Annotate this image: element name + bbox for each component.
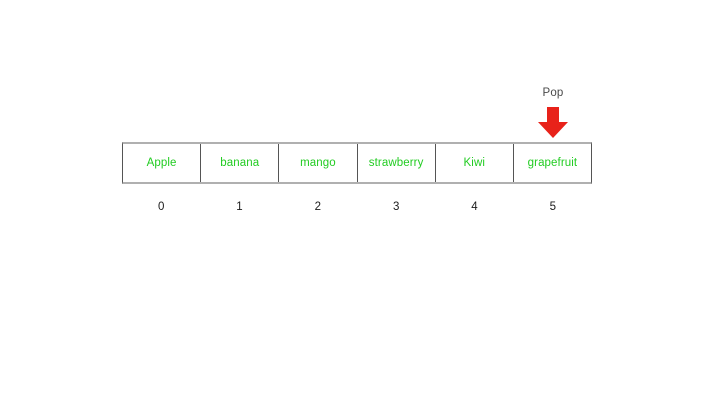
pop-annotation: Pop [514, 86, 592, 142]
array-cell-value: mango [300, 157, 336, 169]
array-cell[interactable]: mango [279, 144, 358, 182]
array-index-label: 4 [471, 201, 478, 213]
array-table: Apple banana mango strawberry Kiwi grape… [122, 142, 592, 184]
array-cell[interactable]: banana [201, 144, 280, 182]
array-cell[interactable]: strawberry [358, 144, 436, 182]
arrow-down-icon [538, 107, 568, 138]
array-cell-value: Apple [146, 157, 177, 169]
pop-label: Pop [542, 87, 564, 99]
array-cell-value: strawberry [368, 157, 424, 169]
array-cell[interactable]: Apple [123, 144, 202, 182]
array-cell-value: Kiwi [463, 157, 486, 169]
array-cell-value: grapefruit [527, 157, 578, 169]
array-index-label: 1 [236, 201, 243, 213]
array-index-label: 5 [549, 201, 556, 213]
array-index-row: 0 1 2 3 4 5 [122, 199, 592, 215]
array-cell[interactable]: Kiwi [436, 144, 514, 182]
array-cell[interactable]: grapefruit [514, 144, 591, 182]
array-index-label: 3 [392, 201, 400, 213]
array-index-label: 0 [157, 201, 165, 213]
array-cell-value: banana [220, 157, 260, 169]
array-index-label: 2 [314, 201, 322, 213]
